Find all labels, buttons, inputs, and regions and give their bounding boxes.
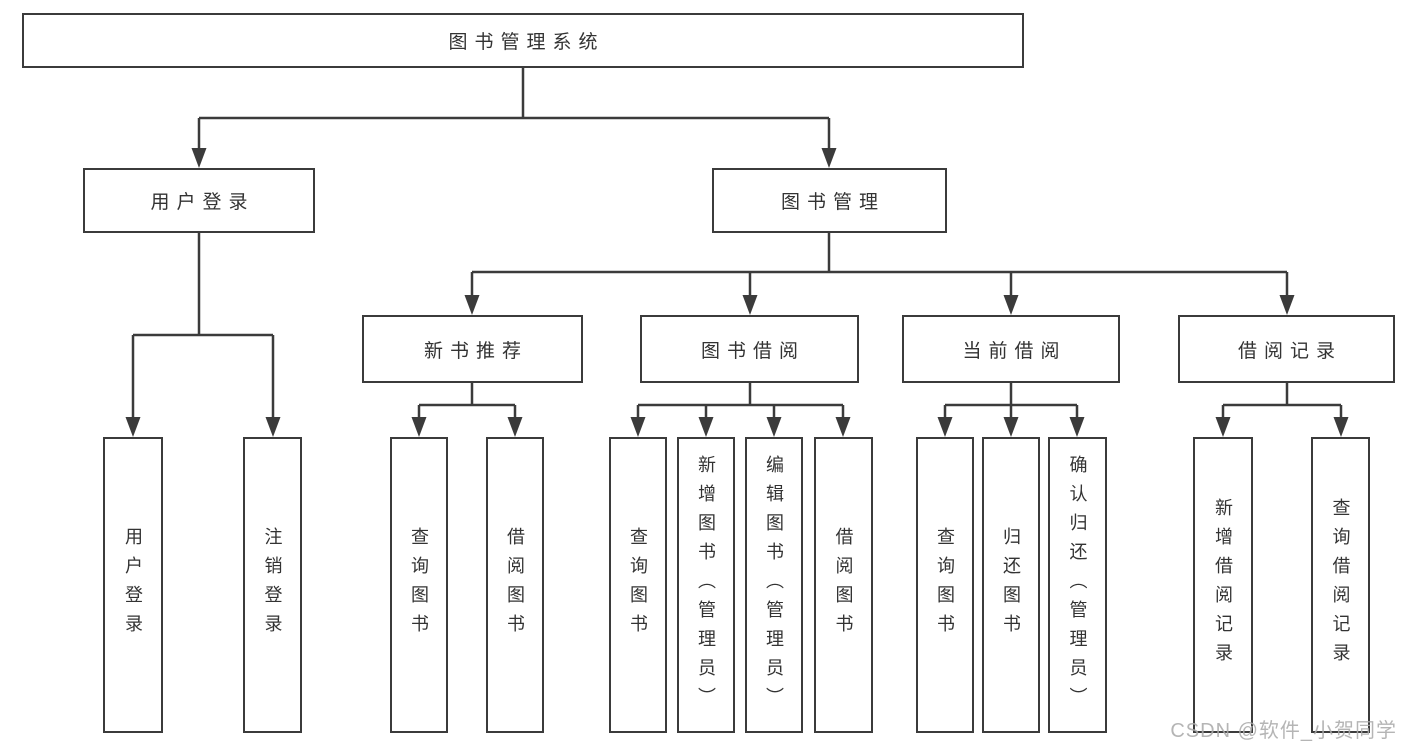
connector-bookborrow-to-leaves [630,383,851,437]
leaf-borrow-books-newbook-label: 借阅图书 [505,527,525,643]
leaf-user-login-label: 用户登录 [123,527,143,643]
connector-currentborrow-to-leaves [937,383,1085,437]
leaf-return-book-label: 归还图书 [1001,527,1021,643]
leaf-user-login: 用户登录 [103,437,163,733]
leaf-query-books-newbook-label: 查询图书 [409,527,429,643]
node-user-login: 用户登录 [83,168,315,233]
leaf-edit-book-admin: 编辑图书（管理员） [745,437,803,733]
leaf-borrow-books-borrow-label: 借阅图书 [833,527,854,643]
leaf-return-book: 归还图书 [982,437,1040,733]
node-current-borrow: 当前借阅 [902,315,1120,383]
leaf-add-borrow-record-label: 新增借阅记录 [1213,498,1233,672]
leaf-borrow-books-newbook: 借阅图书 [486,437,544,733]
leaf-query-books-current: 查询图书 [916,437,974,733]
leaf-edit-book-admin-label: 编辑图书（管理员） [764,454,784,716]
connector-records-to-leaves [1215,383,1349,437]
leaf-add-book-admin: 新增图书（管理员） [677,437,735,733]
connector-login-to-leaves [125,233,281,437]
leaf-confirm-return-admin: 确认归还（管理员） [1048,437,1107,733]
node-book-borrow: 图书借阅 [640,315,859,383]
leaf-query-books-newbook: 查询图书 [390,437,448,733]
connector-root-to-level2 [191,68,837,168]
leaf-query-books-borrow: 查询图书 [609,437,667,733]
leaf-query-books-borrow-label: 查询图书 [628,527,648,643]
connector-newbook-to-leaves [411,383,523,437]
csdn-watermark: CSDN @软件_小贺同学 [1170,720,1397,742]
leaf-query-borrow-record: 查询借阅记录 [1311,437,1370,733]
leaf-borrow-books-borrow: 借阅图书 [814,437,873,733]
leaf-logout-label: 注销登录 [262,527,283,643]
leaf-confirm-return-admin-label: 确认归还（管理员） [1067,454,1088,716]
leaf-add-borrow-record: 新增借阅记录 [1193,437,1253,733]
leaf-query-borrow-record-label: 查询借阅记录 [1330,498,1351,672]
node-new-book-recommend: 新书推荐 [362,315,583,383]
node-book-management: 图书管理 [712,168,947,233]
node-library-system: 图书管理系统 [22,13,1024,68]
leaf-logout: 注销登录 [243,437,302,733]
connector-mgmt-to-level3 [464,233,1295,315]
leaf-query-books-current-label: 查询图书 [935,527,955,643]
node-borrow-records: 借阅记录 [1178,315,1395,383]
leaf-add-book-admin-label: 新增图书（管理员） [696,454,716,716]
